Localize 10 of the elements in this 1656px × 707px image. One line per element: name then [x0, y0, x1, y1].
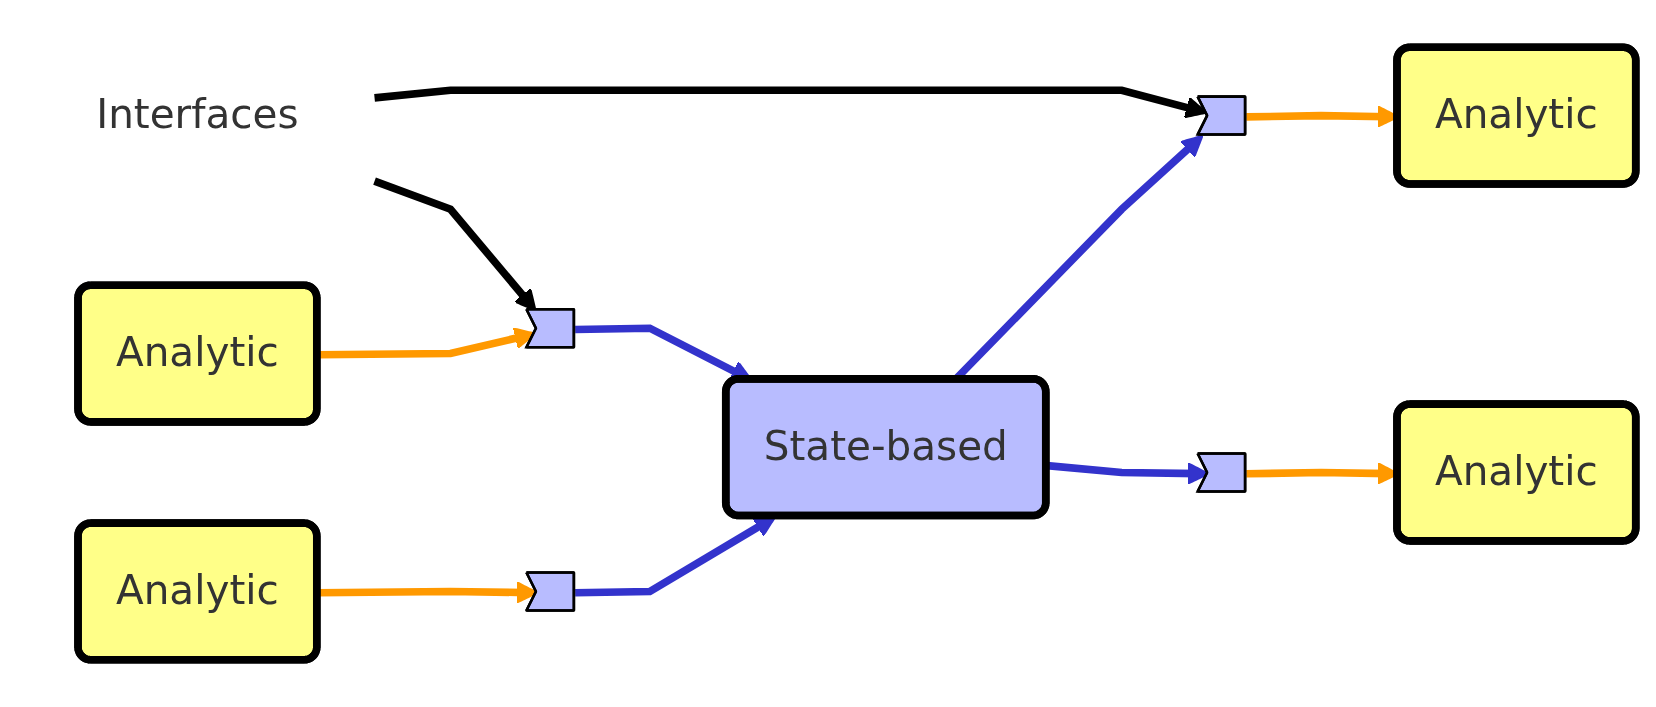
- rounded-box: Analytic: [1393, 43, 1640, 188]
- rounded-box: Analytic: [1393, 400, 1640, 545]
- interface-chevron: [1196, 95, 1247, 136]
- callout-text: Interfaces: [96, 90, 299, 139]
- rounded-box: Analytic: [74, 281, 321, 426]
- interface-chevron: [525, 571, 576, 612]
- interface-chevron: [525, 307, 576, 349]
- rounded-box: Analytic: [74, 519, 321, 664]
- process-box: State-based: [721, 375, 1050, 520]
- interface-chevron: [1196, 452, 1247, 493]
